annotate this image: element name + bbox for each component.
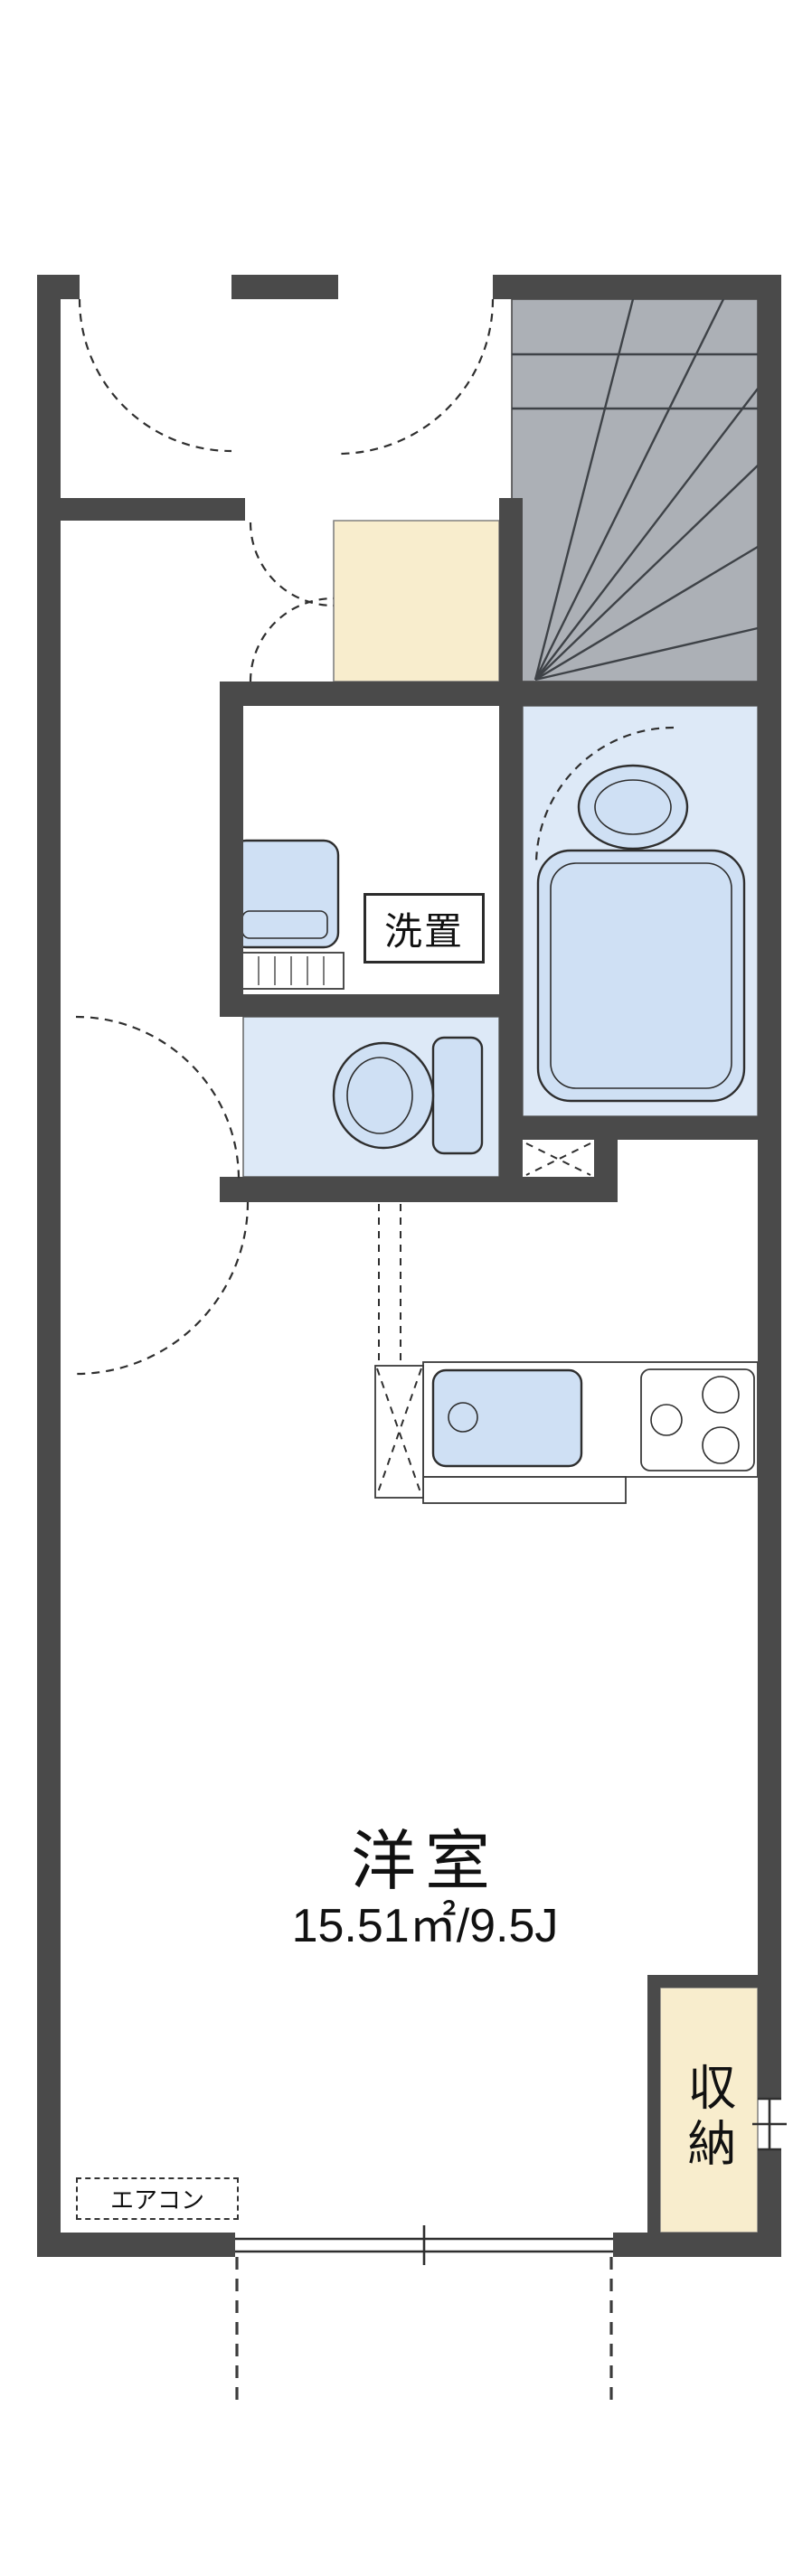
- side-window-icon: [752, 2097, 787, 2151]
- laundry-label: 洗置: [364, 893, 485, 964]
- bathroom: [522, 705, 759, 1117]
- sliding-window-icon: [235, 2225, 613, 2265]
- bathtub-icon: [536, 849, 746, 1103]
- staircase: [511, 298, 759, 682]
- kitchen-sink-icon: [431, 1368, 583, 1468]
- basin-icon: [577, 764, 689, 881]
- door-swing-arc-icon: [75, 298, 675, 1376]
- kitchen: [374, 1204, 759, 1504]
- pipe-space-kitchen: [374, 1365, 424, 1499]
- storage-label: 収納: [680, 2061, 734, 2174]
- washing-machine-icon: [225, 839, 345, 990]
- stove-burners-icon: [640, 1368, 755, 1471]
- staircase-icon: [512, 298, 759, 682]
- laundry-space: [225, 839, 345, 990]
- main-room-name: 洋室: [350, 1826, 499, 1898]
- pipe-space-bath: [525, 1142, 591, 1176]
- toilet-icon: [332, 1036, 484, 1155]
- main-room-area: 15.51㎡/9.5J: [291, 1900, 559, 1952]
- balcony-boundary: [235, 2257, 613, 2406]
- walls: [37, 275, 781, 2257]
- entry-genkan: [333, 520, 500, 682]
- aircon-label: エアコン: [76, 2177, 239, 2220]
- toilet-room: [242, 1016, 500, 1178]
- storage-room: [659, 1987, 759, 2233]
